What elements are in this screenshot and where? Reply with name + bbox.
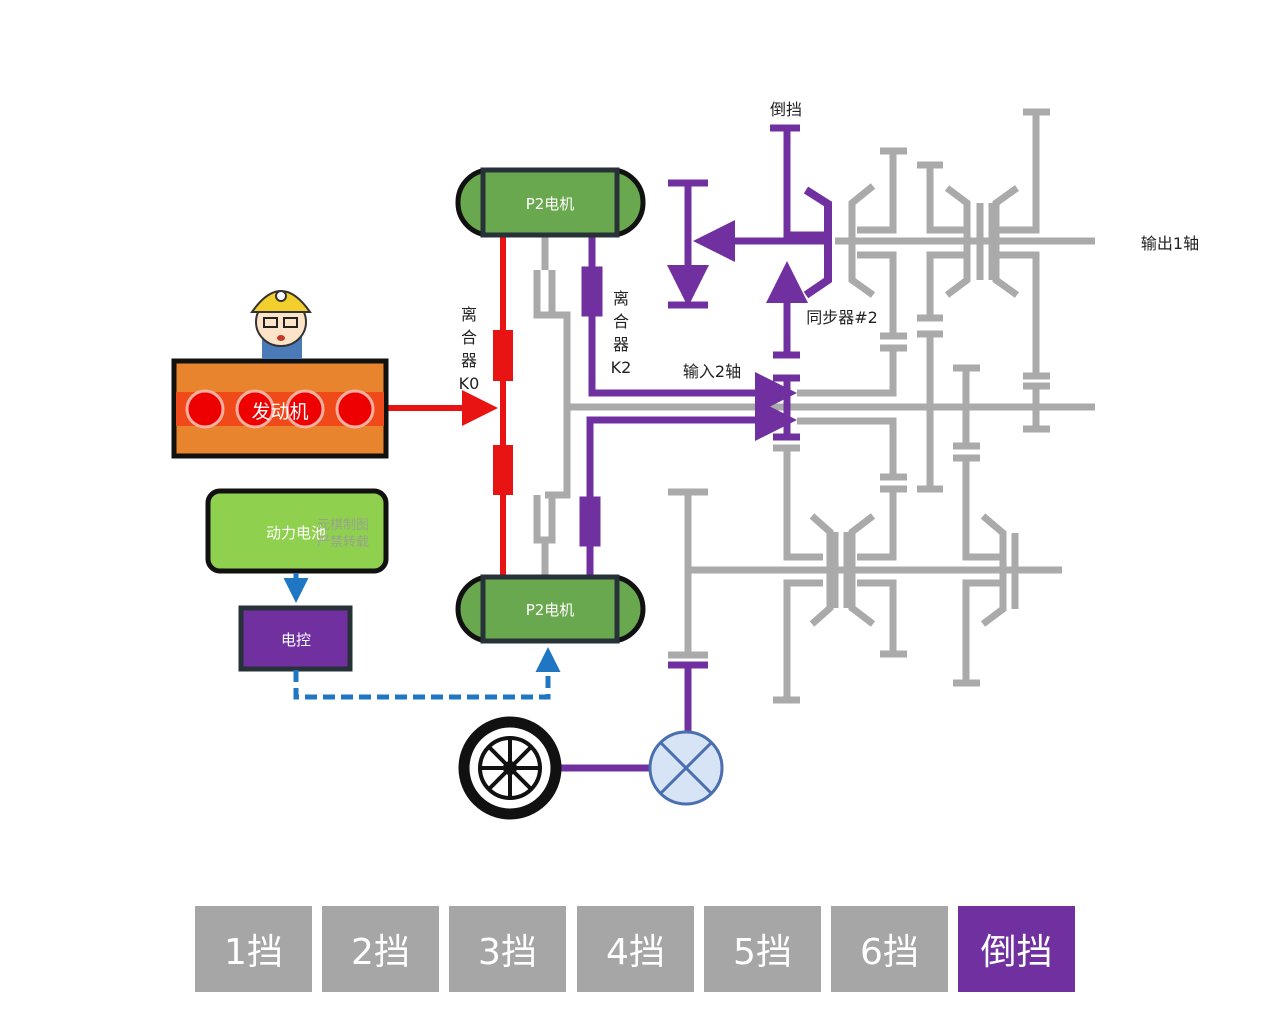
svg-text:K2: K2 [611, 358, 632, 377]
gear-button-4[interactable]: 4挡 [577, 906, 694, 992]
cylinder [335, 389, 375, 429]
gear-button-6[interactable]: 6挡 [831, 906, 948, 992]
gear-button-1[interactable]: 1挡 [195, 906, 312, 992]
svg-text:合: 合 [461, 328, 477, 347]
gear-button-2[interactable]: 2挡 [322, 906, 439, 992]
svg-text:离: 离 [461, 305, 477, 324]
synchronizer-cone [848, 183, 876, 298]
battery-box: 动力电池 元棋制图 严禁转载 [205, 488, 389, 574]
clutch-k2-lower [579, 496, 601, 547]
gear-6 [668, 488, 708, 659]
svg-text:离: 离 [613, 289, 629, 308]
battery-label: 动力电池 [266, 524, 326, 542]
reverse-idler-up [773, 268, 800, 359]
final-drive-gear [668, 661, 708, 740]
clutch-k2-label: 离 合 器 K2 [611, 289, 632, 377]
svg-text:合: 合 [613, 312, 629, 331]
engine-label: 发动机 [251, 401, 308, 423]
control-signal-line [293, 647, 561, 700]
cylinder [285, 389, 325, 429]
gear-2 [917, 161, 967, 493]
gear-4 [993, 108, 1050, 433]
differential-icon [648, 730, 724, 806]
gear-5 [773, 444, 823, 704]
gear-button-reverse[interactable]: 倒挡 [958, 906, 1075, 992]
gear-button-3[interactable]: 3挡 [449, 906, 566, 992]
power-path-active [520, 124, 832, 772]
svg-text:K0: K0 [459, 374, 480, 393]
wheel-icon [458, 716, 562, 820]
clutch-k0-upper [493, 330, 513, 381]
input-shaft-2-label: 输入2轴 [683, 362, 741, 381]
clutch-drum [533, 235, 571, 577]
controller-label: 电控 [281, 631, 311, 649]
p2-motor-label: P2电机 [526, 601, 575, 619]
input-gear [773, 374, 800, 441]
controller-box: 电控 [238, 605, 353, 672]
p2-motor-label: P2电机 [526, 195, 575, 213]
engineer-mascot-icon [250, 290, 312, 359]
reverse-gear [770, 124, 830, 239]
clutch-k2-upper [581, 266, 603, 317]
output-shaft-1-label: 输出1轴 [1141, 234, 1199, 253]
synchronizer-3 [809, 513, 876, 627]
gear-button-5[interactable]: 5挡 [704, 906, 821, 992]
synchronizer-4 [980, 513, 1019, 627]
clutch-k0-lower [493, 445, 513, 495]
cylinder [185, 389, 225, 429]
watermark: 元棋制图 [317, 518, 369, 533]
synchronizer-2-label: 同步器#2 [806, 308, 878, 327]
gear-3 [953, 364, 1000, 687]
watermark: 严禁转载 [317, 535, 369, 550]
clutch-k0-label: 离 合 器 K0 [459, 305, 480, 393]
p2-motor-top: P2电机 [455, 167, 646, 238]
svg-text:器: 器 [461, 351, 477, 370]
engine-block: 发动机 [171, 358, 389, 459]
reverse-gear-label: 倒挡 [770, 100, 802, 119]
gear-1 [797, 147, 907, 658]
synchronizer-1 [944, 185, 1020, 298]
engine-path [387, 235, 513, 577]
svg-text:器: 器 [613, 335, 629, 354]
gearbox-inactive [533, 108, 1095, 704]
cylinder [235, 389, 275, 429]
synchronizer-2 [803, 186, 832, 299]
p2-motor-bottom: P2电机 [455, 574, 646, 644]
